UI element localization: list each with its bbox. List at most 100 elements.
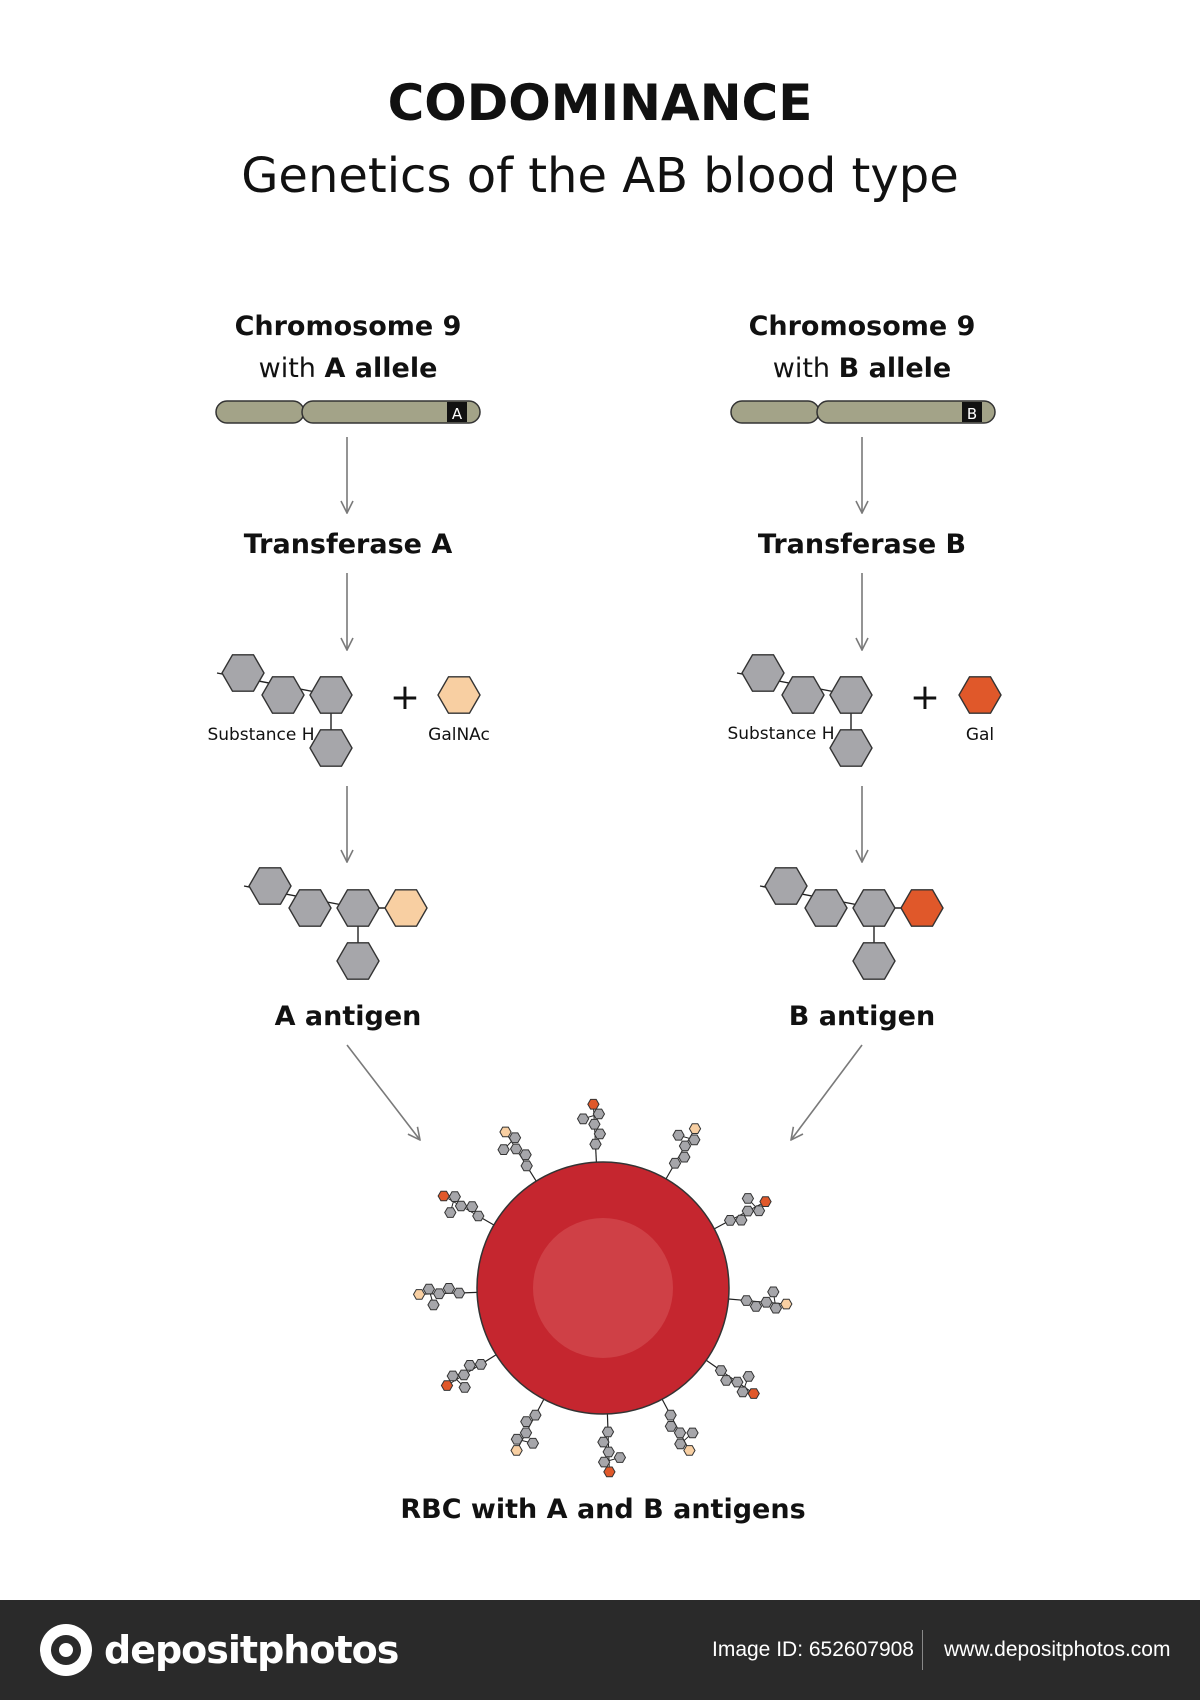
terminal-sugar-hexagon bbox=[603, 1466, 616, 1478]
terminal-sugar-hexagon bbox=[510, 1445, 523, 1456]
sugar-hexagon bbox=[446, 1370, 459, 1382]
sugar-hexagon bbox=[457, 1369, 471, 1381]
sugar-hexagon bbox=[465, 1201, 479, 1212]
rbc-label: RBC with A and B antigens bbox=[400, 1494, 805, 1525]
sugar-hexagon bbox=[749, 1301, 763, 1312]
sugar-hexagon bbox=[593, 1128, 607, 1140]
sugar-hexagon bbox=[422, 1283, 436, 1295]
sugar-hexagon bbox=[741, 654, 785, 692]
rbc-antigen bbox=[440, 1354, 497, 1393]
sugar-hexagon bbox=[288, 889, 332, 927]
a-antigen-label: A antigen bbox=[275, 1001, 422, 1032]
sugar-hexagon bbox=[510, 1433, 524, 1445]
sugar-hexagon bbox=[674, 1438, 687, 1450]
sugar-hexagon bbox=[432, 1288, 446, 1300]
terminal-sugar-hexagon bbox=[440, 1380, 454, 1391]
sugar-hexagon bbox=[597, 1456, 611, 1468]
sugar-hexagon bbox=[520, 1160, 533, 1172]
sugar-hexagon bbox=[767, 1286, 780, 1298]
left-allele-label: with A allele bbox=[259, 353, 438, 384]
antigen-stem bbox=[665, 1166, 674, 1180]
sugar-hexagon bbox=[714, 1365, 728, 1376]
antigen-stem bbox=[536, 1398, 545, 1412]
terminal-sugar-hexagon bbox=[587, 1098, 600, 1110]
sugar-hexagon bbox=[601, 1426, 615, 1438]
antigen-stem bbox=[483, 1354, 497, 1363]
sugar-hexagon bbox=[597, 1436, 610, 1448]
sugar-hexagon bbox=[735, 1214, 748, 1226]
sugar-hexagon bbox=[769, 1302, 783, 1314]
rbc-antigen bbox=[412, 1283, 478, 1311]
logo-text: depositphotos bbox=[104, 1628, 399, 1672]
rbc-antigen bbox=[728, 1286, 793, 1314]
codominance-diagram: CODOMINANCE Genetics of the AB blood typ… bbox=[207, 74, 1002, 1525]
footer-divider bbox=[922, 1630, 923, 1670]
sugar-hexagon bbox=[613, 1452, 627, 1463]
footer-url[interactable]: www.depositphotos.com bbox=[944, 1638, 1171, 1661]
sugar-hexagon bbox=[602, 1446, 615, 1458]
terminal-sugar-hexagon bbox=[900, 889, 944, 927]
sugar-hexagon bbox=[448, 1191, 461, 1202]
sugar-hexagon bbox=[221, 654, 265, 692]
sugar-hexagon bbox=[673, 1427, 687, 1439]
sugar-hexagon bbox=[742, 1371, 755, 1382]
transferase-b-label: Transferase B bbox=[758, 529, 966, 560]
terminal-sugar-hexagon bbox=[384, 889, 428, 927]
transferase-a-label: Transferase A bbox=[244, 529, 453, 560]
left-chromosome: A bbox=[215, 400, 481, 424]
plus-left: + bbox=[390, 677, 420, 718]
sugar-hexagon bbox=[526, 1437, 540, 1449]
sugar-hexagon bbox=[529, 1409, 542, 1421]
sugar-hexagon bbox=[723, 1215, 737, 1226]
terminal-sugar-hexagon bbox=[688, 1123, 702, 1134]
terminal-sugar-hexagon bbox=[499, 1126, 512, 1138]
image-id: Image ID: 652607908 bbox=[712, 1638, 914, 1661]
sugar-hexagon bbox=[668, 1157, 682, 1169]
sugar-hexagon bbox=[852, 889, 896, 927]
rbc-antigen bbox=[437, 1190, 495, 1226]
rbc-antigen bbox=[510, 1398, 545, 1456]
sugar-hexagon bbox=[678, 1151, 691, 1163]
sugar-hexagon bbox=[336, 889, 380, 927]
sugar-hexagon bbox=[588, 1118, 601, 1130]
substance-h-right bbox=[736, 654, 873, 767]
sugar-hexagon bbox=[736, 1386, 749, 1398]
sugar-hexagon bbox=[664, 1409, 677, 1421]
sugar-hexagon bbox=[678, 1140, 692, 1152]
gal-hexagon bbox=[958, 676, 1002, 714]
sugar-hexagon bbox=[309, 729, 353, 767]
sugar-hexagon bbox=[576, 1113, 590, 1125]
camera-icon bbox=[40, 1624, 92, 1676]
sugar-hexagon bbox=[454, 1200, 468, 1212]
sugar-hexagon bbox=[731, 1376, 744, 1388]
depositphotos-logo[interactable]: depositphotos bbox=[40, 1622, 399, 1678]
substance-h-left-label: Substance H bbox=[207, 725, 314, 745]
sugar-hexagon bbox=[508, 1132, 522, 1144]
substance-h-right-label: Substance H bbox=[727, 724, 834, 744]
sugar-hexagon bbox=[752, 1205, 766, 1217]
sugar-hexagon bbox=[472, 1210, 485, 1222]
sugar-hexagon bbox=[740, 1295, 753, 1306]
arrow-b-to-rbc bbox=[791, 1044, 863, 1140]
sugar-hexagon bbox=[781, 676, 825, 714]
sugar-hexagon bbox=[474, 1359, 488, 1370]
rbc-antigen bbox=[497, 1126, 537, 1182]
sugar-hexagon bbox=[592, 1108, 606, 1120]
sugar-hexagon bbox=[519, 1427, 533, 1439]
sugar-hexagon bbox=[664, 1421, 678, 1432]
footer-bar: depositphotos Image ID: 652607908 www.de… bbox=[0, 1600, 1200, 1700]
sugar-hexagon bbox=[452, 1287, 466, 1299]
sugar-hexagon bbox=[309, 676, 353, 714]
sugar-hexagon bbox=[427, 1299, 440, 1311]
b-antigen-label: B antigen bbox=[789, 1001, 935, 1032]
sugar-hexagon bbox=[720, 1375, 733, 1386]
antigen-stem bbox=[728, 1298, 743, 1301]
sugar-hexagon bbox=[852, 942, 896, 980]
right-allele-marker: B bbox=[967, 405, 977, 423]
rbc-surface-antigens bbox=[412, 1098, 793, 1478]
diagram-title: CODOMINANCE bbox=[388, 74, 813, 132]
sugar-hexagon bbox=[509, 1143, 523, 1155]
sugar-hexagon bbox=[741, 1205, 754, 1217]
gal-label: Gal bbox=[966, 725, 994, 745]
rbc-antigen bbox=[661, 1398, 699, 1456]
